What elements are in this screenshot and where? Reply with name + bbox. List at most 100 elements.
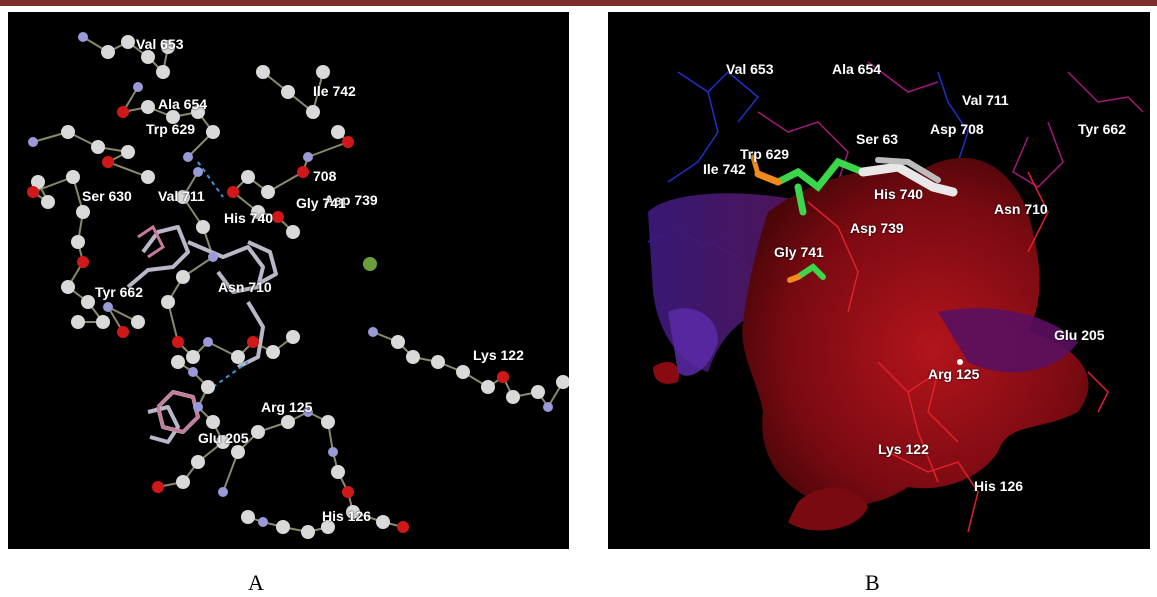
label-ile-742: Ile 742	[703, 161, 746, 177]
atom	[61, 125, 75, 139]
atom	[376, 515, 390, 529]
label-val-711: Val 711	[158, 188, 205, 204]
label-asn-710: Asn 710	[994, 201, 1048, 217]
atom	[266, 345, 280, 359]
atom	[78, 32, 88, 42]
atom	[368, 327, 378, 337]
atom	[172, 336, 184, 348]
panel-b-surface-graphic	[647, 61, 1144, 533]
atom	[76, 205, 90, 219]
atom	[531, 385, 545, 399]
atom	[303, 152, 313, 162]
atom	[203, 337, 213, 347]
atom	[117, 326, 129, 338]
atom	[506, 390, 520, 404]
label-asp-739: Asp 739	[324, 192, 378, 208]
atom	[218, 487, 228, 497]
bond	[107, 161, 149, 178]
atom	[193, 167, 203, 177]
label-val-653: Val 653	[726, 61, 774, 77]
atom	[397, 521, 409, 533]
label-asp-739: Asp 739	[850, 220, 904, 236]
atom	[303, 407, 313, 417]
atom	[328, 447, 338, 457]
atom	[431, 355, 445, 369]
label-ala-654: Ala 654	[158, 96, 208, 112]
atom	[206, 125, 220, 139]
atom	[331, 465, 345, 479]
atom	[77, 256, 89, 268]
atom	[272, 211, 284, 223]
panel-a-molecule-graphic	[27, 32, 569, 539]
atom	[71, 315, 85, 329]
atom	[161, 40, 175, 54]
label-glu-205: Glu 205	[1054, 327, 1105, 343]
atom	[176, 475, 190, 489]
atom	[231, 350, 245, 364]
atom	[481, 380, 495, 394]
atom	[276, 520, 290, 534]
atom	[216, 435, 230, 449]
atom	[186, 350, 200, 364]
atom	[258, 517, 268, 527]
atom	[91, 140, 105, 154]
atom	[261, 185, 275, 199]
atom	[206, 415, 220, 429]
atom	[241, 170, 255, 184]
label-gly-741: Gly 741	[774, 244, 824, 260]
atom	[61, 280, 75, 294]
atom	[131, 315, 145, 329]
label-glu-205: Glu 205	[198, 430, 249, 446]
atom	[331, 125, 345, 139]
atom	[156, 65, 170, 79]
atom	[321, 520, 335, 534]
top-border-bar	[0, 0, 1157, 6]
atom	[117, 106, 129, 118]
label-val-653: Val 653	[136, 36, 184, 52]
atom	[543, 402, 553, 412]
atom	[31, 175, 45, 189]
atom	[103, 302, 113, 312]
atom	[346, 505, 360, 519]
label-arg-125: Arg 125	[261, 399, 313, 415]
atom	[71, 235, 85, 249]
atom	[121, 35, 135, 49]
atom	[102, 156, 114, 168]
atom	[556, 375, 569, 389]
atom	[166, 110, 180, 124]
atom	[321, 415, 335, 429]
label-tyr-662: Tyr 662	[95, 284, 143, 300]
atom	[191, 105, 205, 119]
label-ala-654: Ala 654	[832, 61, 882, 77]
label-his-126: His 126	[322, 508, 372, 524]
panel-b-surface-view: Val 653 Ala 654 Val 711 Tyr 662 Asp 708 …	[608, 12, 1150, 549]
label-lys-122: Lys 122	[473, 347, 524, 363]
atom	[256, 65, 270, 79]
atom	[41, 195, 55, 209]
label-arg-125: Arg 125	[928, 366, 980, 382]
atom	[497, 371, 509, 383]
atom	[66, 170, 80, 184]
atom	[171, 355, 185, 369]
atom	[96, 315, 110, 329]
atom	[121, 145, 135, 159]
panel-a-ball-and-stick-view: Val 653 Ile 742 Ala 654 Trp 629 708 Asp …	[8, 12, 569, 549]
atom	[152, 481, 164, 493]
atom	[231, 445, 245, 459]
atom	[316, 65, 330, 79]
atom	[141, 50, 155, 64]
label-708: 708	[313, 168, 337, 184]
label-tyr-662: Tyr 662	[1078, 121, 1126, 137]
atom	[27, 186, 39, 198]
label-trp-629: Trp 629	[146, 121, 196, 137]
label-his-126: His 126	[974, 478, 1024, 494]
atom	[251, 205, 265, 219]
label-val-711: Val 711	[962, 92, 1009, 108]
label-asp-708: Asp 708	[930, 121, 984, 137]
atom	[251, 425, 265, 439]
label-his-740: His 740	[874, 186, 924, 202]
atom	[191, 455, 205, 469]
atom	[301, 525, 315, 539]
label-his-740: His 740	[224, 210, 274, 226]
atom	[456, 365, 470, 379]
